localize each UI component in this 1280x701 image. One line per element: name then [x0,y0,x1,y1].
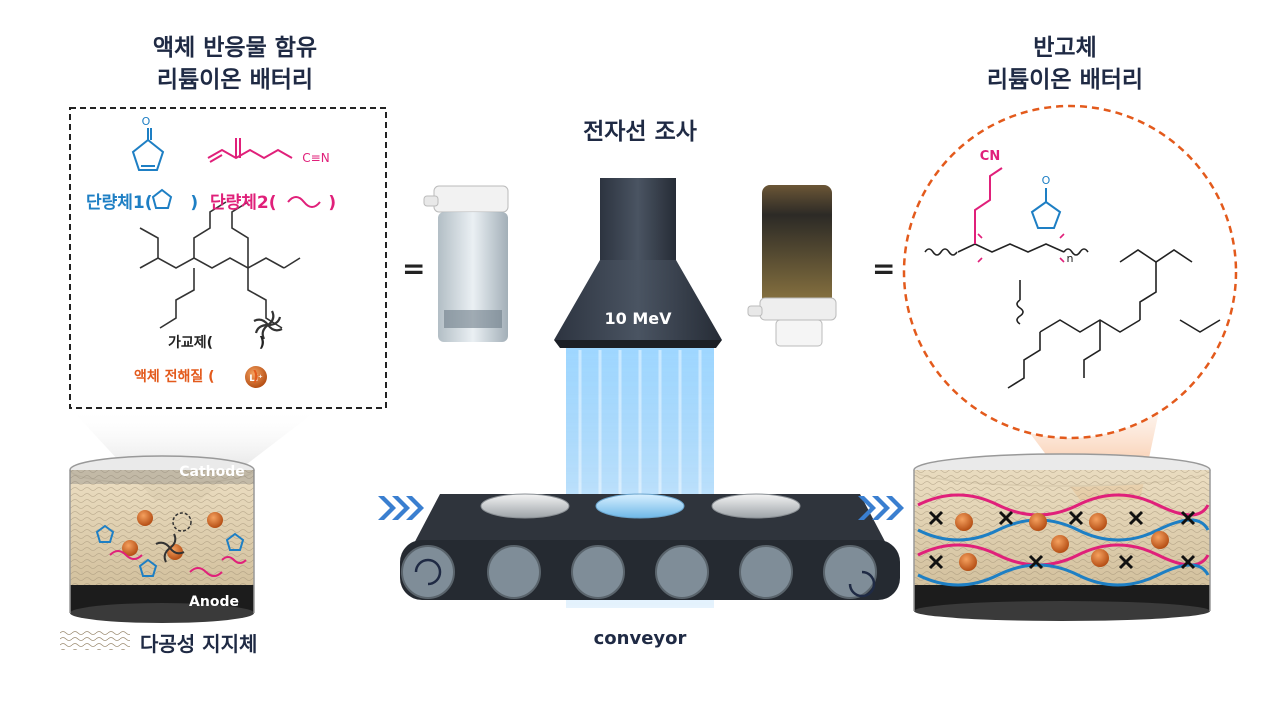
gel-vial [747,185,837,347]
monomer2-nitrile: C≡N [302,151,329,165]
polymer-carbonyl-o: O [1042,174,1051,187]
monomer2-structure [207,138,293,163]
crosslinker-structure [139,201,301,329]
polymer-repeat-n: n [1067,252,1074,265]
crosslinker-label-close: ) [258,335,266,351]
right-title-line1: 반고체 [1033,35,1097,61]
monomer1-structure [131,128,165,171]
right-title: 반고체 리튬이온 배터리 [920,32,1210,96]
left-battery-cell [69,455,255,623]
equals-right: = [872,252,895,285]
flow-arrow-left [378,496,424,520]
right-title-line2: 리튬이온 배터리 [986,67,1144,93]
liquid-vial [423,185,509,342]
equals-left: = [402,252,425,285]
monomer2-label-text: 단량체2( [210,193,277,213]
conveyor-label: conveyor [593,628,687,649]
flow-arrow-right [858,496,904,520]
right-battery-cell [913,453,1211,621]
polymer-nitrile: CN [980,149,1000,164]
porous-support-swatch [60,630,130,650]
monomer2-legend-icon [287,196,321,208]
polymer-structure [924,233,1221,389]
right-detail-circle [902,104,1238,440]
crosslinker-label-text: 가교제( [168,335,214,351]
porous-support-legend: 다공성 지지체 [140,632,258,656]
conveyor-belt [400,493,900,600]
center-title: 전자선 조사 [583,119,697,145]
left-zoom-cone [70,408,320,500]
li-legend-text: Li⁺ [249,374,263,384]
monomer2-label-close: ) [328,193,337,213]
monomer1-label: 단량체1( ) [86,188,198,213]
li-legend-icon [245,366,267,388]
left-title: 액체 반응물 함유 리튬이온 배터리 [90,32,380,96]
electron-beam-source [554,178,722,348]
left-title-line1: 액체 반응물 함유 [152,35,318,61]
crosslinker-icon [253,310,283,340]
left-title-line2: 리튬이온 배터리 [156,67,314,93]
electrolyte-label-close: ) [252,369,259,385]
polymer-segment-blue [1030,188,1062,229]
polymer-segment-pink [974,167,1003,244]
monomer2-label: 단량체2( ) [210,188,336,213]
crosslinker-label: 가교제( ) [168,332,265,352]
beam-energy-label: 10 MeV [605,309,673,328]
cathode-label: Cathode [179,464,245,480]
electrolyte-label-text: 액체 전해질 ( [134,369,215,385]
left-detail-box [69,107,387,409]
monomer1-carbonyl-o: O [142,115,151,128]
monomer1-label-text: 단량체1( [86,193,153,213]
anode-label: Anode [189,594,239,610]
monomer1-label-close: ) [190,193,199,213]
electrolyte-label: 액체 전해질 ( ) [134,366,259,386]
monomer1-legend-icon [151,188,173,209]
